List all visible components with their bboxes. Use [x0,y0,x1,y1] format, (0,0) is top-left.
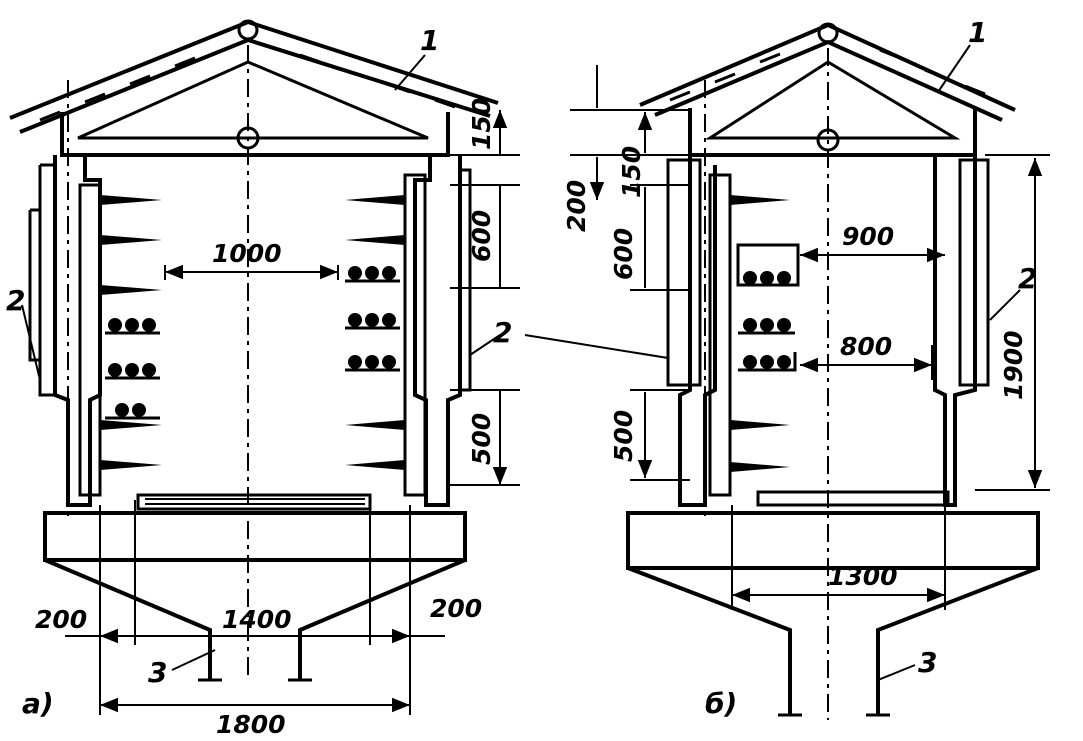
callout-roof-b: 1 [968,16,987,49]
insulators-left-a [100,195,162,470]
caption-b: б) [705,687,737,720]
figure-b: 150 200 600 500 900 800 1900 1300 1 2 3 … [524,16,1050,720]
leader-roof-b [937,44,971,93]
leader-wall-shared [524,334,669,359]
dim-span-a: 1000 [212,239,282,268]
dim-ext-bottom-b [731,505,946,610]
dim-bottom-span-a: 1400 [222,605,292,634]
dim-ext-span-a [164,265,339,280]
leader-wall-left-a [21,304,41,381]
dim-total-width-a: 1800 [216,710,286,739]
dim-roof-top-b: 150 [617,146,646,198]
foundation-a [43,511,467,682]
leader-roof-a [394,54,426,91]
callout-wall-right-a: 2 [493,316,512,349]
leader-foundation-b [877,664,916,681]
callout-wall-left-a: 2 [6,284,25,317]
dim-lower-tier-a: 500 [467,413,496,465]
foundation-b [626,511,1040,717]
callout-roof-a: 1 [420,24,439,57]
figure-a: 1000 150 600 500 1400 200 200 1800 1 2 2… [6,19,520,739]
dim-span-lower-b: 800 [840,332,892,361]
dim-offset-right-a: 200 [430,594,482,623]
callout-foundation-a: 3 [148,656,167,689]
dim-bottom-span-b: 1300 [828,562,898,591]
cable-trough-hatch-a [145,498,365,505]
callout-wall-b: 2 [1018,262,1037,295]
dim-offset-left-a: 200 [35,605,87,634]
leader-wall-b [989,289,1021,321]
leader-wall-right-a [469,334,501,356]
dim-ext-bottom-a [99,500,411,715]
wall-frame-a [28,155,472,507]
cable-trough-b [756,490,950,507]
dim-upper-offset-b: 200 [562,180,591,232]
insulators-b [730,195,800,472]
dim-height-b: 1900 [999,330,1028,400]
leader-foundation-a [171,649,216,671]
dim-lower-tier-b: 500 [609,410,638,462]
dim-roof-top-a: 150 [467,98,496,150]
caption-a: а) [22,687,54,720]
roof-a [9,19,499,157]
insulators-right-a [345,195,405,470]
cable-trough-a [136,493,372,511]
dim-upper-tier-b: 600 [609,228,638,280]
dim-ext-height-b [975,154,1050,491]
callout-foundation-b: 3 [918,646,937,679]
dim-span-upper-b: 900 [842,222,894,251]
dim-upper-tier-a: 600 [467,210,496,262]
